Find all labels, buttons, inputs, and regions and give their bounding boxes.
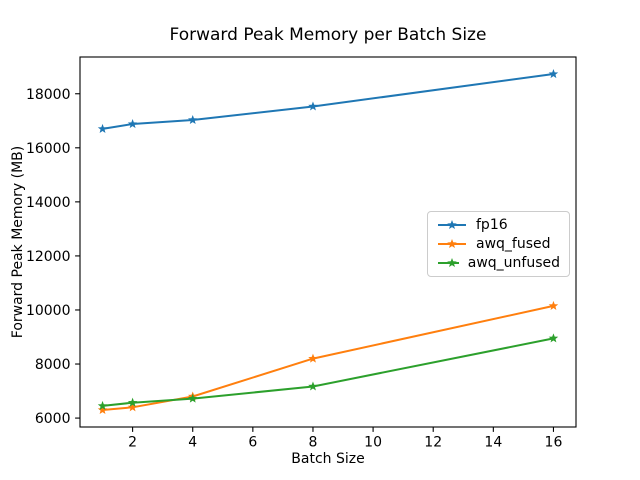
legend-label: fp16 bbox=[476, 216, 508, 233]
legend-line-sample-fp16 bbox=[438, 219, 466, 229]
legend-star-marker-icon bbox=[447, 238, 457, 249]
y-tick-label: 18000 bbox=[26, 87, 71, 103]
series-line-awq_fused bbox=[101, 304, 555, 411]
x-tick-label: 4 bbox=[188, 435, 197, 451]
legend-star-marker-icon bbox=[447, 219, 457, 229]
marker-fp16 bbox=[187, 114, 198, 125]
series-line-fp16 bbox=[101, 73, 555, 130]
y-tick-label: 16000 bbox=[26, 141, 71, 157]
chart-title: Forward Peak Memory per Batch Size bbox=[169, 25, 487, 45]
marker-awq_fused bbox=[127, 402, 138, 412]
x-tick-label: 10 bbox=[364, 435, 382, 451]
x-tick-label: 2 bbox=[128, 435, 137, 451]
marker-awq_unfused bbox=[187, 393, 198, 403]
marker-awq_unfused bbox=[97, 400, 108, 410]
legend-item-awq_unfused: awq_unfused bbox=[437, 254, 560, 273]
y-tick-label: 6000 bbox=[35, 411, 71, 427]
x-axis-label: Batch Size bbox=[291, 451, 365, 467]
x-tick-label: 14 bbox=[484, 435, 502, 451]
marker-awq_fused bbox=[548, 300, 559, 310]
legend-line-sample-awq_fused bbox=[438, 238, 466, 249]
y-axis-label: Forward Peak Memory (MB) bbox=[10, 145, 26, 339]
y-tick-label: 10000 bbox=[26, 303, 71, 319]
marker-awq_unfused bbox=[127, 397, 138, 407]
legend: fp16 awq_fused awq_unfused bbox=[427, 211, 570, 277]
y-tick-label: 8000 bbox=[35, 357, 71, 373]
marker-fp16 bbox=[308, 101, 318, 111]
marker-awq_unfused bbox=[548, 333, 559, 343]
marker-fp16 bbox=[548, 69, 559, 79]
x-tick-label: 16 bbox=[545, 435, 563, 451]
marker-awq_fused bbox=[97, 404, 108, 415]
marker-awq_fused bbox=[308, 353, 318, 363]
legend-item-awq_fused: awq_fused bbox=[437, 234, 560, 253]
series-line-awq_unfused bbox=[101, 337, 555, 407]
y-tick-label: 14000 bbox=[26, 195, 71, 211]
legend-label: awq_unfused bbox=[467, 255, 560, 272]
x-tick-label: 6 bbox=[248, 435, 257, 451]
y-tick-label: 12000 bbox=[26, 249, 71, 265]
legend-line-sample-awq_unfused bbox=[438, 258, 459, 268]
x-tick-label: 8 bbox=[309, 435, 318, 451]
x-tick-label: 12 bbox=[424, 435, 442, 451]
legend-star-marker-icon bbox=[447, 258, 457, 268]
marker-awq_unfused bbox=[308, 381, 318, 391]
marker-fp16 bbox=[97, 123, 108, 133]
plot-frame bbox=[79, 56, 577, 428]
legend-label: awq_fused bbox=[476, 235, 551, 252]
legend-item-fp16: fp16 bbox=[437, 215, 560, 234]
marker-fp16 bbox=[127, 119, 138, 129]
